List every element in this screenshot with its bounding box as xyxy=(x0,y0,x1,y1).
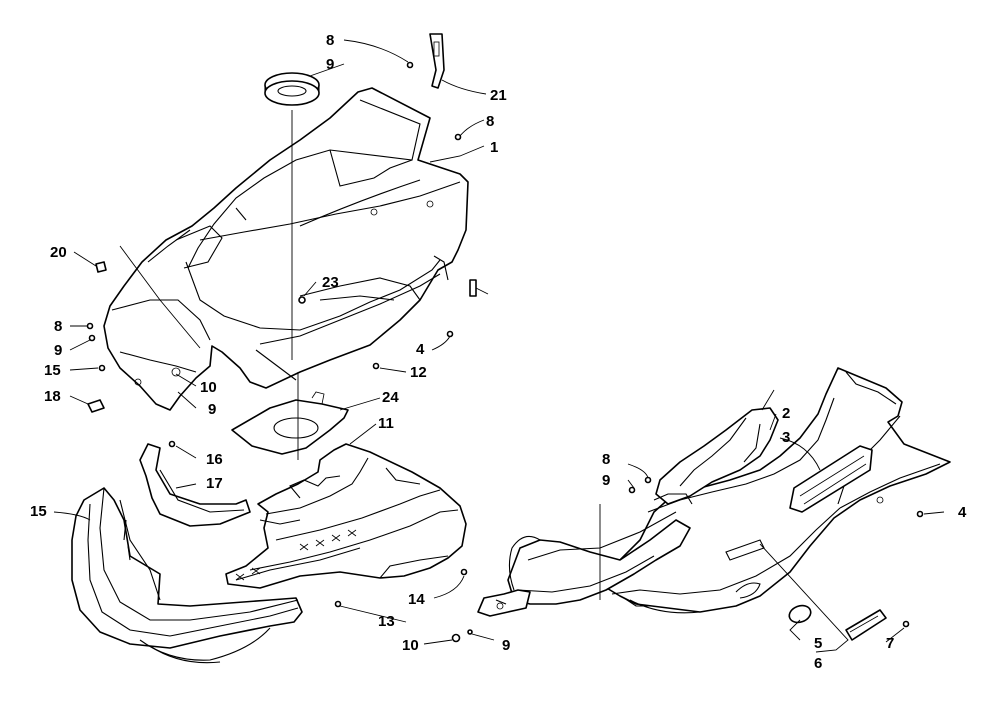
callout-8: 8 xyxy=(486,113,494,130)
callout-3: 3 xyxy=(782,429,790,446)
callout-10: 10 xyxy=(200,379,217,396)
callout-12: 13 xyxy=(378,613,395,630)
callout-1: 1 xyxy=(490,139,498,156)
callout-16: 17 xyxy=(206,475,223,492)
side-pan-assembly xyxy=(103,87,469,411)
callout-9: 9 xyxy=(54,342,62,359)
callout-14: 15 xyxy=(30,503,47,520)
grommet-20 xyxy=(264,72,320,106)
callout-5: 5 xyxy=(814,635,822,652)
callout-9: 9 xyxy=(502,637,510,654)
leader-lines xyxy=(53,39,945,653)
lower-pan xyxy=(225,443,467,589)
callout-13: 14 xyxy=(408,591,425,608)
callout-7: 7 xyxy=(886,635,894,652)
callout-22: 24 xyxy=(382,389,399,406)
callout-4: 4 xyxy=(416,341,425,358)
hardware xyxy=(86,61,924,643)
callout-20: 9 xyxy=(326,56,334,73)
callout-8: 8 xyxy=(602,451,610,468)
callout-9: 9 xyxy=(602,472,610,489)
callout-9: 9 xyxy=(208,401,216,418)
callout-8: 8 xyxy=(326,32,334,49)
callout-labels: 8 9 21 8 1 20 23 8 9 4 15 12 10 18 24 9 … xyxy=(30,32,967,672)
plate-22 xyxy=(231,391,349,455)
callout-11: 11 xyxy=(378,415,394,432)
callout-4: 4 xyxy=(958,504,967,521)
right-body-assembly xyxy=(599,367,951,614)
strip-6 xyxy=(845,609,887,641)
callout-15: 15 xyxy=(44,362,61,379)
callout-21: 23 xyxy=(322,274,339,291)
panel-16 xyxy=(139,443,251,527)
callout-6: 6 xyxy=(814,655,822,672)
callout-19: 21 xyxy=(490,87,507,104)
cover-5 xyxy=(788,604,812,624)
callout-17: 18 xyxy=(44,388,61,405)
callout-18: 20 xyxy=(50,244,67,261)
alignment-line xyxy=(291,110,299,460)
callout-15: 16 xyxy=(206,451,223,468)
callout-8: 8 xyxy=(54,318,62,335)
front-bumper xyxy=(71,487,303,664)
front-frame xyxy=(477,511,691,617)
bracket-19 xyxy=(429,33,445,89)
callout-2: 2 xyxy=(782,405,790,422)
callout-10: 10 xyxy=(402,637,419,654)
callout-12: 12 xyxy=(410,364,427,381)
